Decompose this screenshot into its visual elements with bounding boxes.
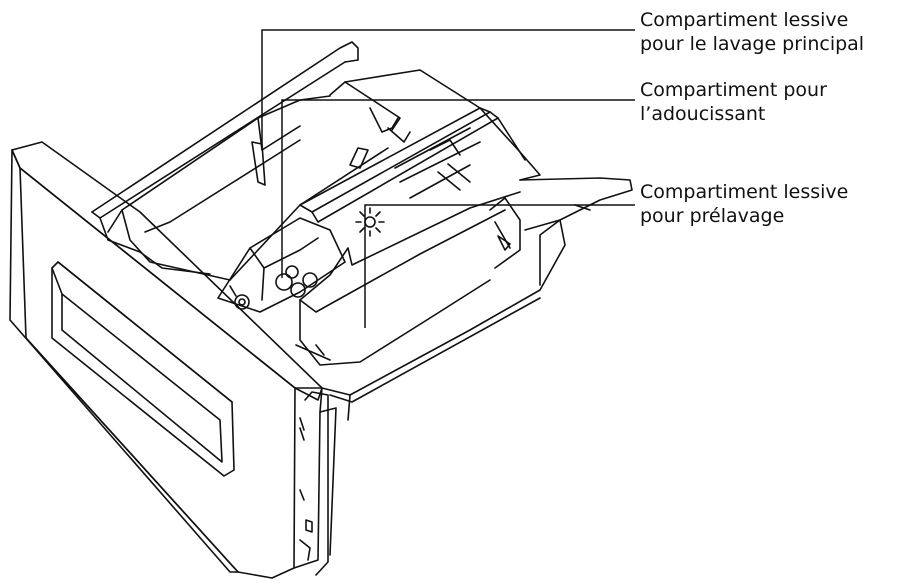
callout-prewash: Compartiment lessive pour prélavage (640, 180, 848, 228)
drawer-details (299, 417, 313, 533)
prewash-flower-marking (355, 207, 385, 237)
leader-main-wash (261, 29, 635, 150)
drawer-handle-recess (51, 261, 235, 477)
drawer-right-rail (321, 107, 633, 421)
prewash-basin (295, 191, 521, 366)
callout-prewash-line2: pour prélavage (640, 205, 785, 227)
central-divider (299, 69, 499, 223)
callout-softener-line1: Compartiment pour (640, 79, 827, 101)
callout-main-wash-line1: Compartiment lessive (640, 9, 849, 31)
callout-main-wash: Compartiment lessive pour le lavage prin… (640, 8, 864, 56)
leader-softener (281, 99, 635, 278)
leader-lines (261, 29, 635, 328)
leader-prewash (364, 204, 635, 328)
callout-softener: Compartiment pour l’adoucissant (640, 78, 827, 126)
drawer-side-wall (299, 391, 337, 576)
main-wash-basin (107, 95, 389, 281)
drawer-front-panel (9, 141, 323, 579)
drawer-back-wall (91, 41, 359, 253)
callout-softener-line2: l’adoucissant (640, 103, 766, 125)
callout-prewash-line1: Compartiment lessive (640, 181, 849, 203)
drawer-ribs (394, 127, 481, 199)
callout-main-wash-line2: pour le lavage principal (640, 33, 865, 55)
